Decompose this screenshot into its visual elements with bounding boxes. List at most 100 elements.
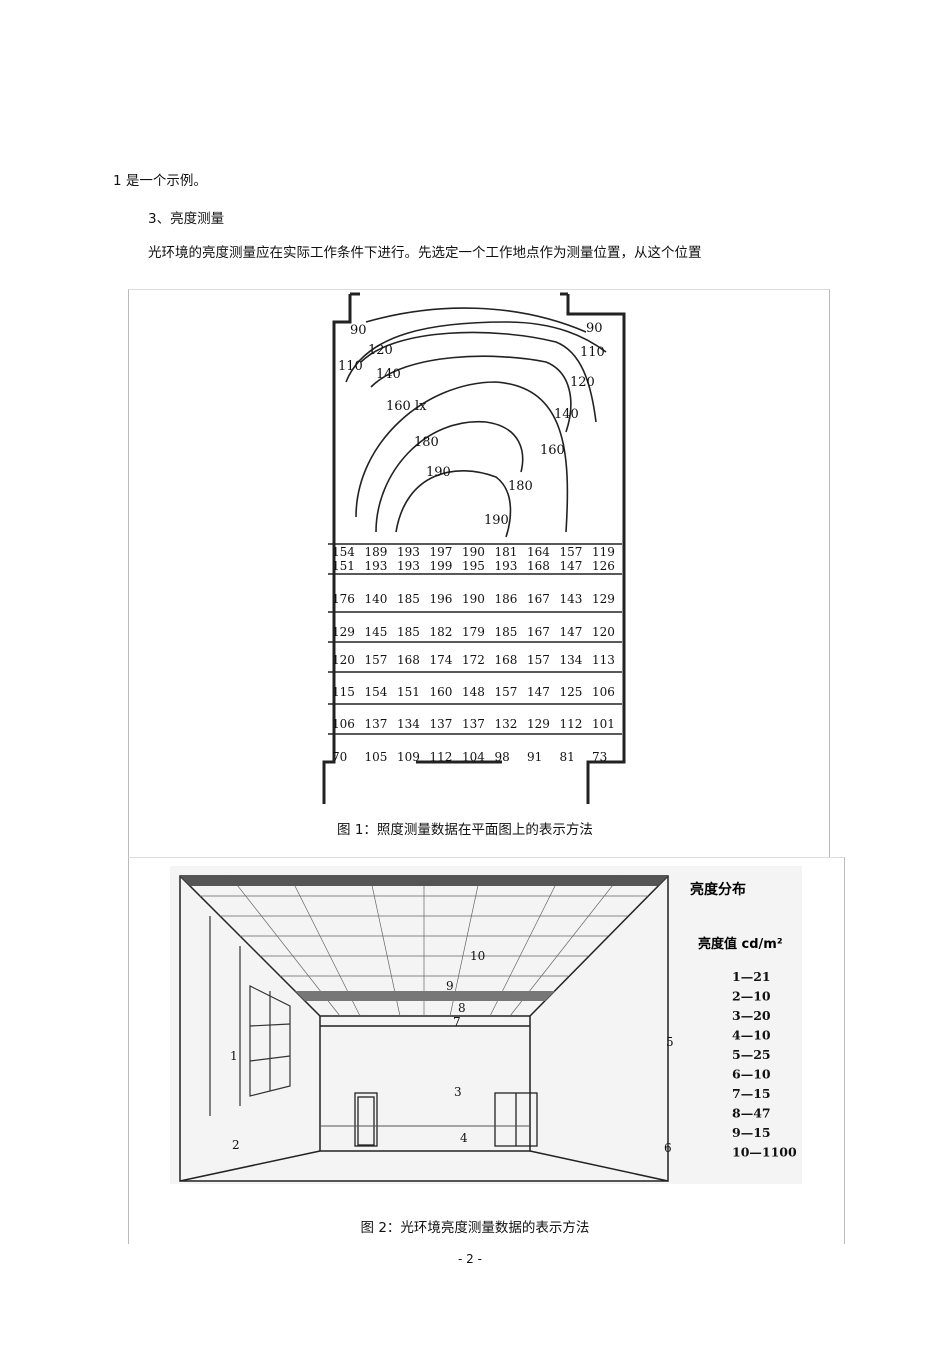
grid-value: 81 [560,750,575,764]
grid-value: 113 [592,653,615,667]
paragraph-3: 光环境的亮度测量应在实际工作条件下进行。先选定一个工作地点作为测量位置，从这个位… [148,245,702,261]
contour-label: 140 [554,407,579,422]
legend-item: 7—15 [732,1086,771,1101]
grid-value: 137 [365,717,388,731]
legend-item: 5—25 [732,1047,771,1062]
contour-line-120 [360,331,597,423]
figure-1-frame [128,289,830,858]
grid-value: 151 [332,559,355,573]
measure-point-7: 7 [453,1015,461,1029]
legend-item: 1—21 [732,969,771,984]
measure-point-8: 8 [458,1001,466,1015]
measure-point-4: 4 [460,1131,468,1145]
grid-value: 197 [430,545,453,559]
grid-value: 193 [495,559,518,573]
grid-value: 125 [560,685,583,699]
grid-value: 112 [430,750,453,764]
contour-line-140 [370,355,572,433]
grid-value: 119 [592,545,615,559]
contour-line-110 [345,321,607,383]
paragraph-1: 1 是一个示例。 [113,173,207,189]
grid-value: 179 [462,625,485,639]
contour-label: 160 [540,443,565,458]
measure-point-1: 1 [230,1049,238,1063]
grid-value: 151 [397,685,420,699]
grid-value: 167 [527,592,550,606]
contour-label: 120 [368,343,393,358]
grid-value: 129 [332,625,355,639]
grid-value: 157 [560,545,583,559]
legend-item: 3—20 [732,1008,771,1023]
grid-value: 129 [592,592,615,606]
grid-value: 168 [527,559,550,573]
illuminance-plan-figure: 90 90 120 110 110 140 120 160 lx 140 180… [322,292,626,804]
grid-value: 195 [462,559,485,573]
grid-value: 168 [495,653,518,667]
grid-value: 120 [332,653,355,667]
contour-label: 110 [338,359,363,374]
grid-value: 115 [332,685,355,699]
grid-value: 126 [592,559,615,573]
grid-value: 190 [462,545,485,559]
contour-label: 140 [376,367,401,382]
grid-value: 148 [462,685,485,699]
grid-value: 154 [332,545,355,559]
legend-item: 8—47 [732,1106,771,1121]
figure-1-caption: 图 1：照度测量数据在平面图上的表示方法 [337,822,593,838]
grid-value: 137 [430,717,453,731]
luminance-room-figure: 1 2 3 4 5 6 7 8 9 10 亮度分布 亮度值 cd/m² 1—21… [170,866,802,1184]
contour-label: 190 [484,513,509,528]
contour-label: 110 [580,345,605,360]
legend-item: 4—10 [732,1028,771,1043]
contour-line-180 [375,421,524,533]
luminance-unit: 亮度值 cd/m² [698,936,783,952]
grid-value: 174 [430,653,453,667]
contour-label: 190 [426,465,451,480]
grid-value: 145 [365,625,388,639]
measure-point-10: 10 [470,949,485,963]
grid-value: 147 [560,625,583,639]
grid-value: 193 [397,559,420,573]
grid-value: 160 [430,685,453,699]
grid-value: 168 [397,653,420,667]
grid-value: 147 [560,559,583,573]
grid-value: 176 [332,592,355,606]
section-heading: 3、亮度测量 [148,211,225,227]
grid-value: 199 [430,559,453,573]
grid-value: 106 [592,685,615,699]
grid-value: 167 [527,625,550,639]
page-number: - 2 - [458,1252,482,1266]
grid-value: 157 [365,653,388,667]
contour-label: 180 [508,479,533,494]
contour-label: 90 [586,321,603,336]
measure-point-3: 3 [454,1085,462,1099]
grid-value: 106 [332,717,355,731]
measure-point-2: 2 [232,1138,240,1152]
grid-value: 140 [365,592,388,606]
grid-value: 98 [495,750,510,764]
grid-value: 134 [560,653,583,667]
grid-value: 109 [397,750,420,764]
legend-item: 9—15 [732,1125,771,1140]
grid-value: 196 [430,592,453,606]
grid-value: 70 [332,750,347,764]
figure-2-frame [128,857,845,1244]
grid-value: 185 [397,625,420,639]
grid-value: 193 [397,545,420,559]
grid-value: 134 [397,717,420,731]
grid-value: 154 [365,685,388,699]
grid-value: 147 [527,685,550,699]
grid-value: 164 [527,545,550,559]
grid-value: 190 [462,592,485,606]
contour-line-190 [395,470,512,538]
grid-value: 143 [560,592,583,606]
legend-item: 10—1100 [732,1145,797,1160]
contour-label: 120 [570,375,595,390]
plan-wall-right [566,294,626,804]
measure-point-6: 6 [664,1141,672,1155]
contour-label: 180 [414,435,439,450]
grid-value: 132 [495,717,518,731]
grid-value: 186 [495,592,518,606]
grid-value: 189 [365,545,388,559]
grid-value: 112 [560,717,583,731]
